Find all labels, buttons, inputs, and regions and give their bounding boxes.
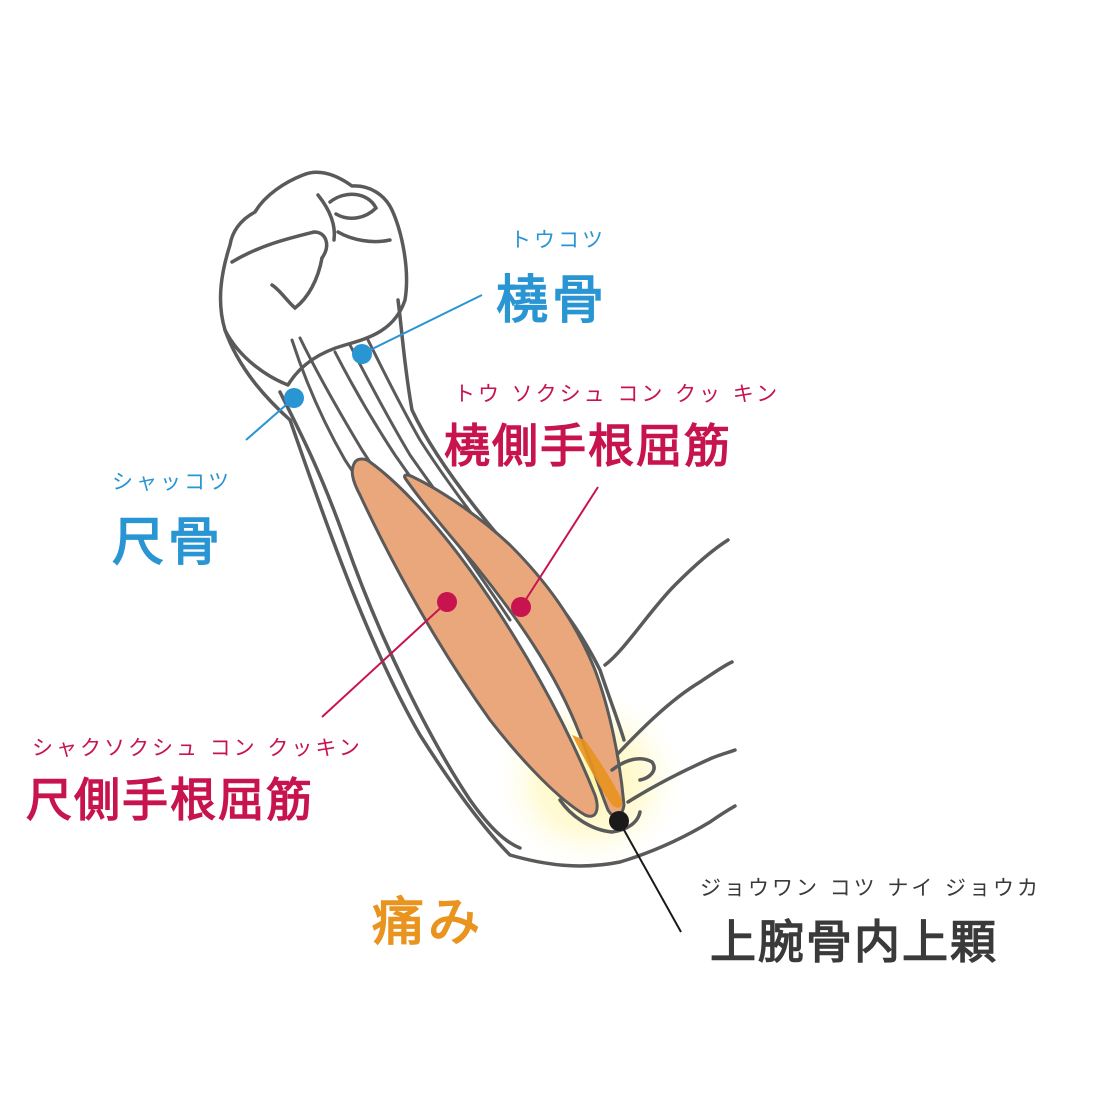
elbow-contour-2 [610, 757, 656, 782]
ulna-dot [284, 388, 304, 408]
radius-ruby: トウコツ [510, 228, 606, 252]
radius-leader-line [361, 294, 483, 355]
fcu-label: 尺側手根屈筋 [26, 773, 314, 827]
muscle-origin-highlight [572, 735, 623, 808]
upper-arm-outline-top [603, 538, 730, 667]
finger-line-2 [270, 256, 324, 311]
tendon-line-3 [333, 350, 512, 622]
fcu-dot [437, 592, 457, 612]
fcu-ruby: シャクソクシュ コン クッキン [32, 736, 363, 760]
ulna-label: 尺骨 [112, 513, 225, 573]
upper-arm-outline-bottom [626, 748, 737, 804]
fcu-muscle-shape [350, 457, 599, 818]
epicondyle-label: 上腕骨内上顆 [710, 915, 998, 969]
ulna-ruby: シャッコツ [112, 470, 232, 494]
finger-line-4 [316, 193, 337, 242]
epicondyle-leader-line [618, 820, 682, 933]
pain-label: 痛み [372, 893, 485, 953]
ulna-leader-line [245, 397, 295, 441]
fcr-ruby: トウ ソクシュ コン クッ キン [454, 382, 781, 406]
epicondyle-ruby: ジョウワン コツ ナイ ジョウカ [700, 876, 1042, 900]
finger-line-1 [230, 230, 329, 264]
thumb-line [328, 192, 379, 220]
fcr-dot [511, 597, 531, 617]
fcr-leader-line [520, 486, 599, 608]
fcr-label: 橈側手根屈筋 [444, 419, 732, 473]
elbow-contour-1 [558, 798, 642, 834]
finger-line-3 [336, 230, 392, 244]
fcu-leader-line [321, 601, 448, 718]
upper-arm-outline-mid [608, 660, 734, 764]
epicondyle-dot [609, 811, 629, 831]
fist-outline [218, 170, 409, 387]
radius-dot [352, 344, 372, 364]
forearm-outline-outer [223, 328, 737, 868]
radius-label: 橈骨 [496, 271, 609, 331]
